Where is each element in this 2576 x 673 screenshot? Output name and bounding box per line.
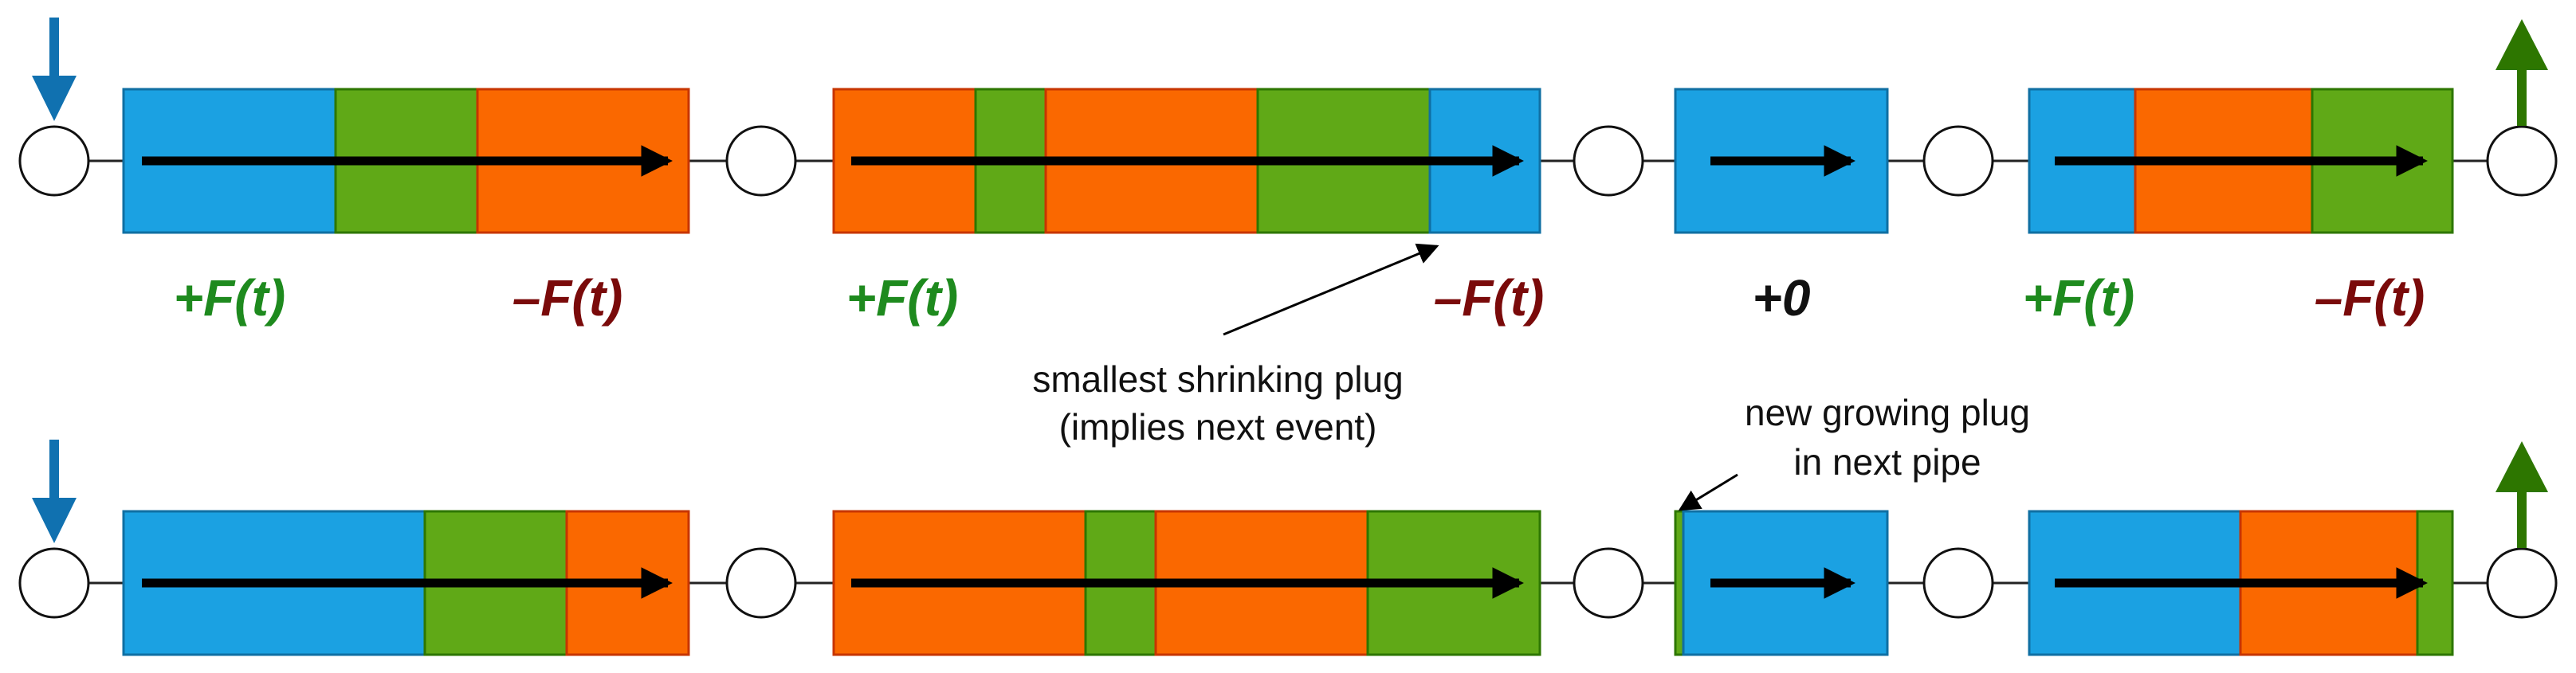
- node-circle-icon: [725, 125, 797, 197]
- annotation-text: new growing plug: [1745, 392, 2030, 433]
- outflow-arrows: [2496, 19, 2548, 548]
- rate-label: –F(t): [1434, 269, 1545, 327]
- rate-label: +F(t): [174, 269, 285, 327]
- node-circle-icon: [1922, 547, 1994, 619]
- inflow-arrows: [32, 18, 77, 543]
- node-circle-icon: [2486, 547, 2558, 619]
- plug-change-labels: +F(t) –F(t) +F(t) –F(t) +0 +F(t) –F(t): [174, 269, 2425, 327]
- rate-label: –F(t): [512, 269, 623, 327]
- junction-nodes: [18, 125, 2558, 619]
- flow-arrows: [142, 145, 2428, 599]
- up-arrow-icon: [2496, 19, 2548, 126]
- down-arrow-icon: [32, 18, 77, 121]
- node-circle-icon: [2486, 125, 2558, 197]
- node-circle-icon: [1573, 547, 1644, 619]
- node-circle-icon: [18, 547, 90, 619]
- annotation-text: smallest shrinking plug: [1032, 358, 1403, 400]
- node-circle-icon: [1922, 125, 1994, 197]
- shrinking-plug-annotation: smallest shrinking plug (implies next ev…: [1032, 243, 1439, 448]
- rate-label: +0: [1753, 269, 1811, 327]
- annotation-pointer: [1223, 243, 1439, 336]
- rate-label: +F(t): [2023, 269, 2134, 327]
- growing-plug-annotation: new growing plug in next pipe: [1678, 392, 2030, 511]
- rate-label: –F(t): [2315, 269, 2425, 327]
- annotation-pointer: [1678, 473, 1738, 511]
- up-arrow-icon: [2496, 441, 2548, 548]
- node-circle-icon: [1573, 125, 1644, 197]
- rate-label: +F(t): [846, 269, 958, 327]
- annotation-text: in next pipe: [1793, 441, 1981, 483]
- node-circle-icon: [725, 547, 797, 619]
- annotation-text: (implies next event): [1059, 406, 1377, 448]
- node-circle-icon: [18, 125, 90, 197]
- down-arrow-icon: [32, 440, 77, 543]
